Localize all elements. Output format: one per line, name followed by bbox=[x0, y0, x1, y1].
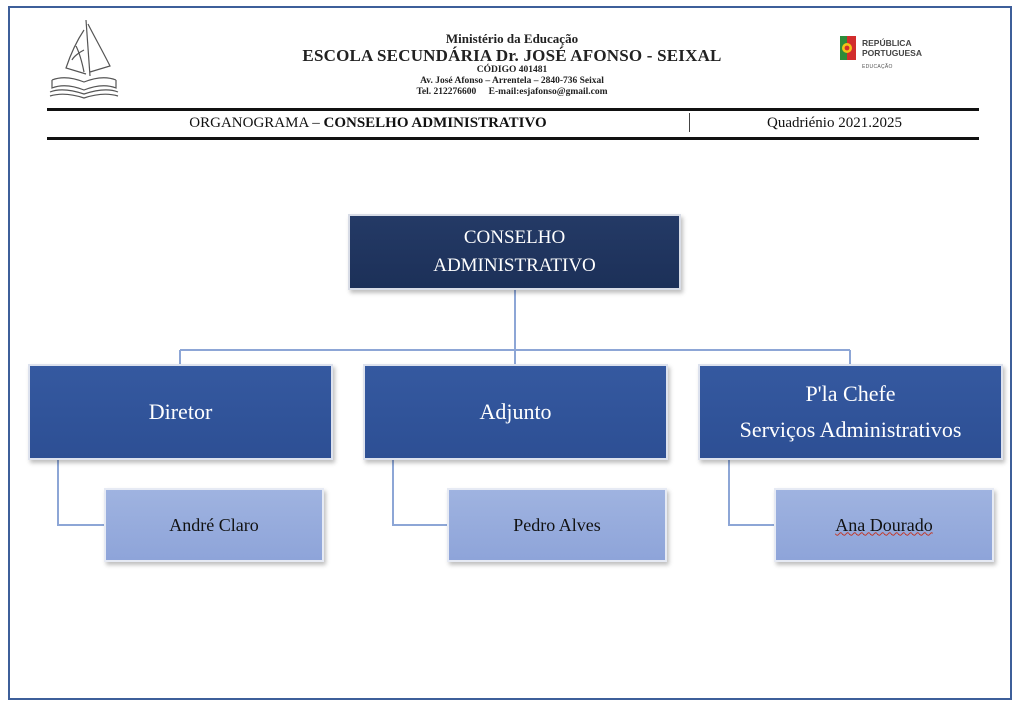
school-address: Av. José Afonso – Arrentela – 2840-736 S… bbox=[420, 76, 604, 86]
title-prefix: ORGANOGRAMA – bbox=[189, 115, 320, 131]
person-name: Ana Dourado bbox=[835, 514, 933, 535]
rp-line-1: REPÚBLICA bbox=[862, 38, 912, 48]
root-label-line-1: CONSELHO bbox=[463, 227, 566, 248]
page-frame bbox=[8, 6, 1012, 700]
root-label-line-2: ADMINISTRATIVO bbox=[433, 255, 596, 276]
school-email: E-mail:esjafonso@gmail.com bbox=[488, 87, 608, 97]
role-label-adjunto: Adjunto bbox=[479, 399, 552, 424]
republica-portuguesa-logo: REPÚBLICA PORTUGUESA EDUCAÇÃO bbox=[838, 35, 938, 75]
person-name: André Claro bbox=[169, 514, 259, 535]
node-person-ana-dourado: Ana Dourado bbox=[774, 488, 994, 562]
node-person-andre-claro: André Claro bbox=[104, 488, 324, 562]
connector-person-3 bbox=[728, 460, 776, 526]
title-rule-top bbox=[47, 108, 979, 111]
document-title: ORGANOGRAMA – CONSELHO ADMINISTRATIVO bbox=[47, 115, 689, 132]
role-label-chefe-line-1: P'la Chefe bbox=[805, 381, 896, 406]
document-period: Quadriénio 2021.2025 bbox=[767, 115, 902, 131]
rp-line-2: PORTUGUESA bbox=[862, 47, 922, 58]
ministry-name: Ministério da Educação bbox=[445, 31, 579, 46]
title-rule-bottom bbox=[47, 137, 979, 140]
node-diretor: Diretor bbox=[28, 364, 333, 460]
school-name: ESCOLA SECUNDÁRIA Dr. JOSÉ AFONSO - SEIX… bbox=[302, 46, 722, 65]
school-header: Ministério da Educação ESCOLA SECUNDÁRIA… bbox=[250, 31, 774, 98]
school-code: CÓDIGO 401481 bbox=[476, 65, 548, 75]
title-separator bbox=[689, 113, 690, 132]
role-label-diretor: Diretor bbox=[148, 399, 213, 424]
school-phone: Tel. 212276600 bbox=[416, 87, 477, 97]
connector-person-1 bbox=[57, 460, 106, 526]
rp-sub: EDUCAÇÃO bbox=[862, 64, 893, 70]
school-logo bbox=[49, 19, 119, 99]
person-name: Pedro Alves bbox=[513, 514, 601, 535]
role-label-chefe-line-2: Serviços Administrativos bbox=[739, 417, 962, 442]
node-conselho-administrativo: CONSELHO ADMINISTRATIVO bbox=[348, 214, 681, 290]
portugal-emblem-icon bbox=[840, 36, 856, 60]
school-contact: Tel. 212276600 E-mail:esjafonso@gmail.co… bbox=[250, 87, 774, 98]
node-chefe-servicos: P'la Chefe Serviços Administrativos bbox=[698, 364, 1003, 460]
node-person-pedro-alves: Pedro Alves bbox=[447, 488, 667, 562]
node-adjunto: Adjunto bbox=[363, 364, 668, 460]
connector-person-2 bbox=[392, 460, 449, 526]
title-main: CONSELHO ADMINISTRATIVO bbox=[323, 115, 547, 131]
